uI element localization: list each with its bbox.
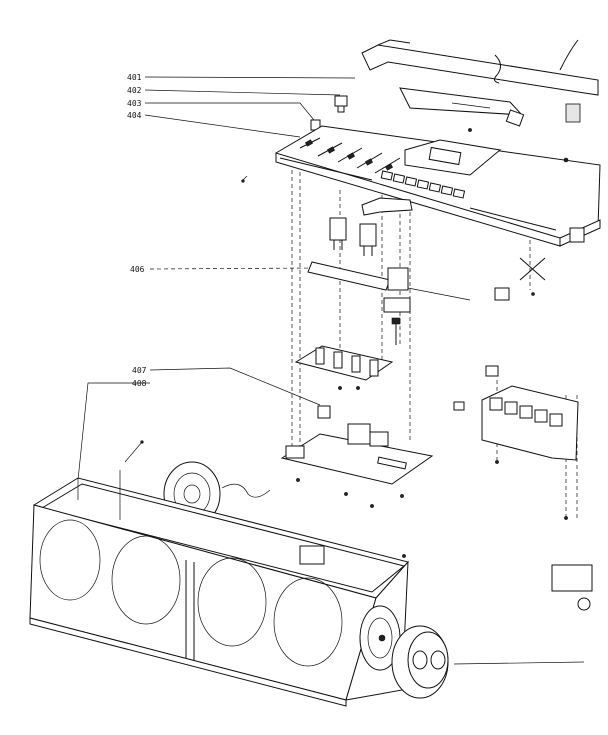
leader-lines [77, 76, 356, 481]
label-402: 402 [127, 86, 142, 95]
switch-assembly-upper [329, 217, 377, 256]
knob-402 [334, 95, 348, 113]
top-control-panel [275, 125, 601, 247]
cabinet [29, 470, 409, 707]
label-404: 404 [127, 111, 142, 120]
right-small-parts [453, 257, 546, 411]
leader-401 [144, 76, 356, 79]
carry-handle [361, 39, 599, 96]
leader-407 [149, 367, 321, 406]
cassette-lid [399, 87, 524, 116]
bracket-406 [307, 261, 471, 345]
side-knob-module [481, 385, 579, 520]
edge-fragment [551, 564, 593, 592]
label-401: 401 [127, 73, 142, 82]
leader-404 [144, 114, 301, 138]
label-407: 407 [132, 366, 147, 375]
leader-408 [77, 382, 150, 481]
pcb-upper [294, 345, 394, 390]
leader-406 [149, 267, 316, 270]
leader-402 [144, 89, 341, 96]
side-speaker [391, 625, 585, 699]
label-403: 403 [127, 99, 142, 108]
label-408: 408 [132, 379, 147, 388]
screw-left [242, 175, 248, 181]
bracket [361, 197, 413, 216]
label-406: 406 [130, 265, 145, 274]
pcb-main [280, 405, 434, 508]
leader-403 [145, 102, 319, 126]
